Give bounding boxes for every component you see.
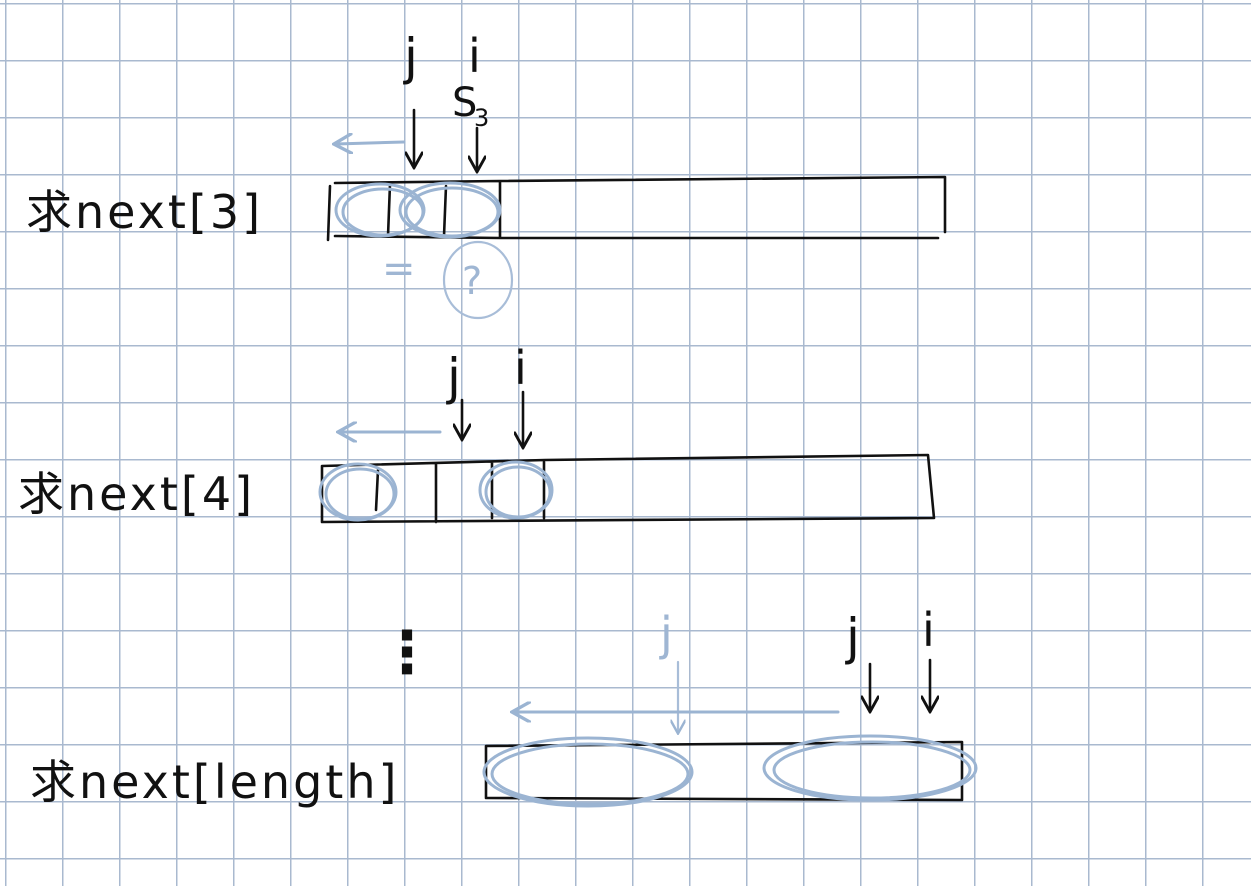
- pointer-i-label: i: [514, 341, 527, 395]
- pointer-j-label: j: [403, 28, 418, 86]
- highlight-circle: [762, 734, 978, 802]
- row-next-4: 求next[4] j i: [18, 341, 936, 524]
- highlight-circle: [482, 736, 694, 808]
- highlight-circle: [404, 186, 500, 238]
- s-subscript: 3: [474, 104, 489, 132]
- left-arrow: [336, 142, 406, 144]
- s-label: S: [452, 80, 477, 126]
- question-circle: [442, 240, 514, 320]
- highlight-circle: [341, 187, 425, 237]
- row-label: 求next[4]: [18, 467, 255, 521]
- row-next-length: 求next[length] j j i: [30, 603, 978, 809]
- array-bar: [484, 740, 964, 802]
- row-label: 求next[length]: [30, 755, 399, 809]
- highlight-circle: [490, 742, 690, 806]
- pointer-i-label: i: [468, 29, 481, 83]
- highlight-circle: [324, 467, 396, 521]
- highlight-circle: [772, 740, 972, 800]
- row-label: 求next[3]: [26, 185, 263, 239]
- array-bar: [326, 175, 947, 242]
- pointer-i-label: i: [922, 603, 935, 657]
- array-bar: [320, 453, 936, 524]
- equals-sign: =: [382, 246, 416, 292]
- pointer-j-label: j: [446, 348, 461, 406]
- pointer-j-label: j: [845, 608, 860, 666]
- ellipsis: ⋮: [378, 618, 436, 686]
- question-mark: ?: [462, 259, 482, 303]
- row-next-3: 求next[3] j i S 3 = ?: [26, 28, 947, 320]
- highlight-circle: [484, 465, 552, 519]
- pointer-j-faded-label: j: [659, 607, 673, 661]
